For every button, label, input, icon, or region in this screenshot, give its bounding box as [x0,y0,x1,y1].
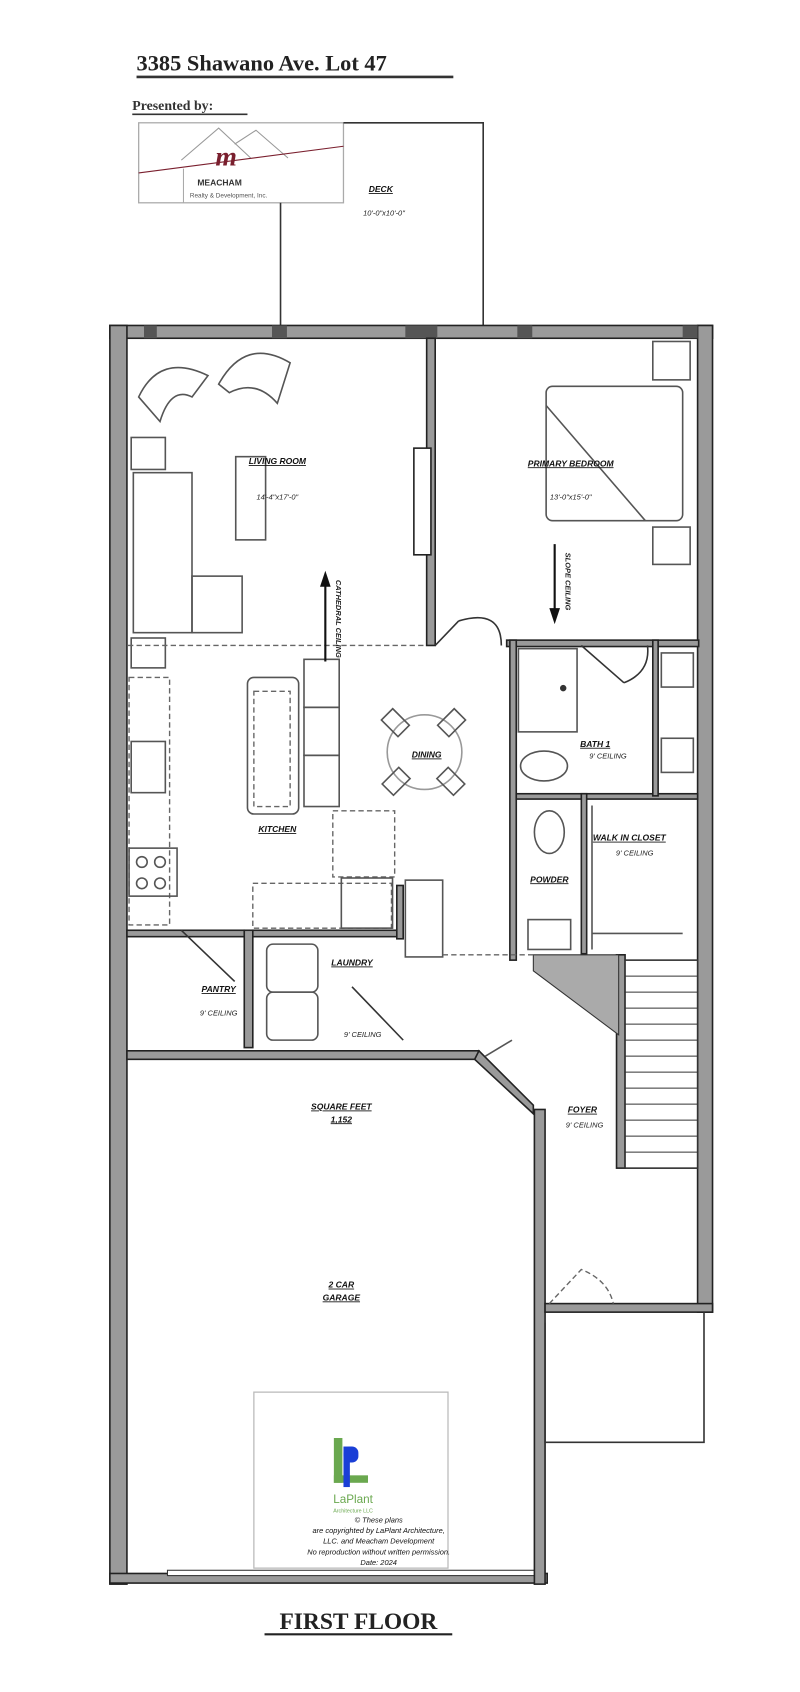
garage-label-2: GARAGE [323,1292,361,1302]
copyright-line: LLC. and Meacham Development [323,1537,435,1546]
furniture [128,340,695,1041]
closet-label: WALK IN CLOSET [593,833,667,843]
copyright-line: Date: 2024 [360,1558,396,1567]
presented-by-label: Presented by: [132,98,213,113]
interior-walls [126,337,700,1169]
stairs: (function(){var g=document.currentScript… [624,959,699,1169]
living-room-size: 14'-4"x17'-0" [256,492,298,501]
ceiling-arrows: CATHEDRAL CEILING SLOPE CEILING [320,544,572,662]
laplant-logo: LaPlant Architecture LLC [253,1391,449,1569]
copyright-line: No reproduction without written permissi… [307,1547,450,1556]
dining-label: DINING [412,749,442,759]
deck-size: 10'-0"x10'-0" [363,209,405,218]
pantry-label: PANTRY [202,984,238,994]
bedroom-label: PRIMARY BEDROOM [528,458,615,468]
cathedral-ceiling-label: CATHEDRAL CEILING [334,580,343,658]
slope-ceiling-label: SLOPE CEILING [563,553,572,611]
bath-label: BATH 1 [580,739,610,749]
garage-label: 2 CAR [328,1280,355,1290]
foyer-label: FOYER [568,1105,598,1115]
square-feet-value: 1,152 [331,1114,353,1124]
square-feet-label: SQUARE FEET [311,1101,372,1111]
deck-label: DECK [369,184,394,194]
exterior-walls [109,324,714,1585]
meacham-logo: m MEACHAM Realty & Development, Inc. [138,122,345,204]
closet-ceiling: 9' CEILING [616,849,654,858]
copyright-line: are copyrighted by LaPlant Architecture, [313,1526,445,1535]
laplant-name: LaPlant [333,1493,373,1506]
kitchen-label: KITCHEN [258,824,297,834]
laundry-label: LAUNDRY [331,957,374,967]
svg-text:m: m [215,140,237,171]
meacham-tagline: Realty & Development, Inc. [190,192,268,199]
floor-label: FIRST FLOOR [279,1609,438,1635]
foyer-ceiling: 9' CEILING [566,1121,604,1130]
pantry-ceiling: 9' CEILING [200,1009,238,1018]
living-room-label: LIVING ROOM [249,456,307,466]
copyright-line: © These plans [355,1515,403,1524]
laplant-tagline: Architecture LLC [333,1509,373,1515]
powder-label: POWDER [530,874,569,884]
bedroom-size: 13'-0"x15'-0" [550,492,592,501]
bath-ceiling: 9' CEILING [589,752,627,761]
deck: DECK 10'-0"x10'-0" [279,122,484,326]
meacham-name: MEACHAM [197,178,241,188]
laundry-ceiling: 9' CEILING [344,1030,382,1039]
plan-title: 3385 Shawano Ave. Lot 47 [137,51,387,76]
copyright-notice: © These plans are copyrighted by LaPlant… [307,1515,450,1567]
